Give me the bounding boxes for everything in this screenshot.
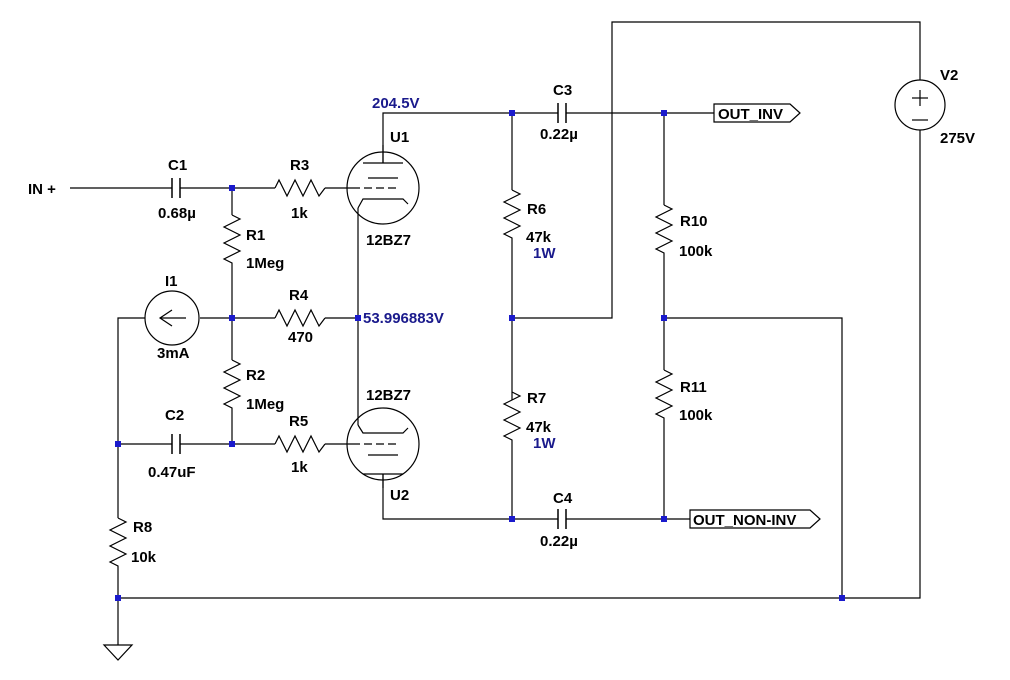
resistor-r8[interactable] [108,517,128,570]
r10-name: R10 [680,213,708,230]
capacitor-c2[interactable] [171,434,181,454]
r10-value: 100k [679,243,713,260]
resistor-r7[interactable] [502,391,522,450]
resistor-r2[interactable] [222,359,242,412]
r7-power: 1W [533,435,556,452]
capacitor-c3[interactable] [557,103,567,123]
net-label-out-inv[interactable] [713,103,801,123]
i1-name: I1 [165,273,178,290]
c3-value: 0.22µ [540,126,578,143]
net-label-out-non-inv[interactable] [689,509,821,529]
input-label: IN + [28,181,56,198]
wires [70,21,921,645]
capacitor-c1[interactable] [171,178,181,198]
r4-name: R4 [289,287,309,304]
junction-dots [115,110,845,601]
out-inv-label: OUT_INV [718,106,783,123]
r2-value: 1Meg [246,396,284,413]
r8-name: R8 [133,519,152,536]
c4-value: 0.22µ [540,533,578,550]
resistor-r3[interactable] [274,178,326,198]
r11-name: R11 [680,379,707,396]
r2-name: R2 [246,367,265,384]
c2-value: 0.47uF [148,464,196,481]
current-source-i1[interactable] [144,290,200,346]
u1-name: U1 [390,129,409,146]
r6-name: R6 [527,201,546,218]
r8-value: 10k [131,549,157,566]
voltage-source-v2[interactable] [894,79,946,131]
r6-power: 1W [533,245,556,262]
r4-value: 470 [288,329,313,346]
resistor-r11[interactable] [654,369,674,428]
r7-name: R7 [527,390,546,407]
resistor-r1[interactable] [222,214,242,268]
c2-name: C2 [165,407,184,424]
r7-value: 47k [526,419,552,436]
u2-type: 12BZ7 [366,387,411,404]
c3-name: C3 [553,82,572,99]
cathode-voltage: 53.996883V [363,310,444,327]
r3-value: 1k [291,205,308,222]
resistor-r6[interactable] [502,189,522,250]
r1-name: R1 [246,227,265,244]
resistor-r10[interactable] [654,204,674,262]
u2-name: U2 [390,487,409,504]
ground-symbol [102,644,134,661]
r11-value: 100k [679,407,713,424]
c4-name: C4 [553,490,573,507]
resistor-r5[interactable] [274,434,326,454]
i1-value: 3mA [157,345,190,362]
c1-name: C1 [168,157,187,174]
u1-type: 12BZ7 [366,232,411,249]
tube-u2[interactable] [346,407,420,488]
v2-name: V2 [940,67,958,84]
r6-value: 47k [526,229,552,246]
tube-u1[interactable] [346,145,420,225]
c1-value: 0.68µ [158,205,196,222]
v2-value: 275V [940,130,975,147]
plate-voltage-u1: 204.5V [372,95,420,112]
capacitor-c4[interactable] [557,509,567,529]
r5-name: R5 [289,413,308,430]
r3-name: R3 [290,157,309,174]
r1-value: 1Meg [246,255,284,272]
out-non-inv-label: OUT_NON-INV [693,512,796,529]
r5-value: 1k [291,459,308,476]
resistor-r4[interactable] [274,308,326,328]
